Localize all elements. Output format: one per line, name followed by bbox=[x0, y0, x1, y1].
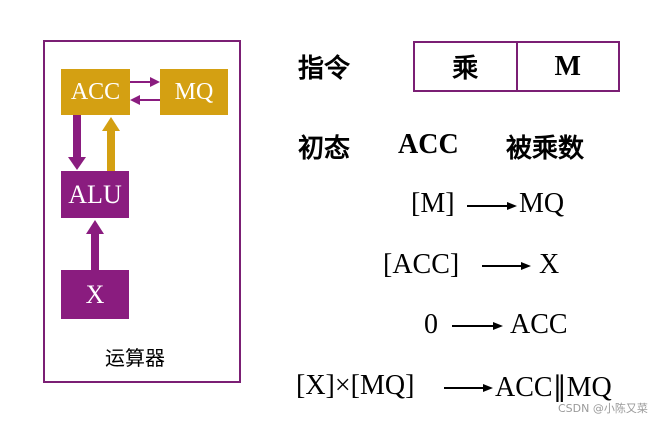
mq-register: MQ bbox=[160, 69, 228, 115]
x-register: X bbox=[61, 270, 129, 319]
acc-register: ACC bbox=[61, 69, 130, 115]
step-3-arrow bbox=[452, 322, 503, 330]
step-2-source: [ACC] bbox=[383, 249, 460, 280]
step-2-destination: X bbox=[539, 249, 560, 280]
alu-block: ALU bbox=[61, 171, 129, 218]
initial-state-description: 被乘数 bbox=[506, 134, 585, 164]
x-to-alu-arrow bbox=[91, 232, 99, 270]
instruction-format: 乘 M bbox=[413, 41, 620, 92]
step-3-destination: ACC bbox=[510, 309, 568, 340]
arithmetic-unit-frame bbox=[43, 40, 241, 383]
arithmetic-unit-label: 运算器 bbox=[105, 346, 165, 370]
step-3-source: 0 bbox=[424, 309, 438, 340]
operand-field: M bbox=[515, 43, 619, 90]
step-4-arrow bbox=[444, 384, 493, 392]
step-2-arrow bbox=[482, 262, 531, 270]
alu-to-acc-arrow bbox=[107, 129, 115, 171]
instruction-label: 指令 bbox=[298, 54, 351, 84]
step-1-destination: MQ bbox=[519, 188, 565, 219]
step-4-destination: ACC∥MQ bbox=[495, 372, 612, 403]
step-1-source: [M] bbox=[411, 188, 455, 219]
initial-state-label: 初态 bbox=[298, 134, 351, 164]
step-1-arrow bbox=[467, 202, 517, 210]
watermark: CSDN @小陈又菜 bbox=[558, 402, 648, 415]
initial-state-register: ACC bbox=[398, 129, 459, 160]
acc-to-alu-arrow bbox=[73, 115, 81, 159]
opcode-field: 乘 bbox=[452, 54, 479, 84]
step-4-source: [X]×[MQ] bbox=[296, 370, 415, 401]
